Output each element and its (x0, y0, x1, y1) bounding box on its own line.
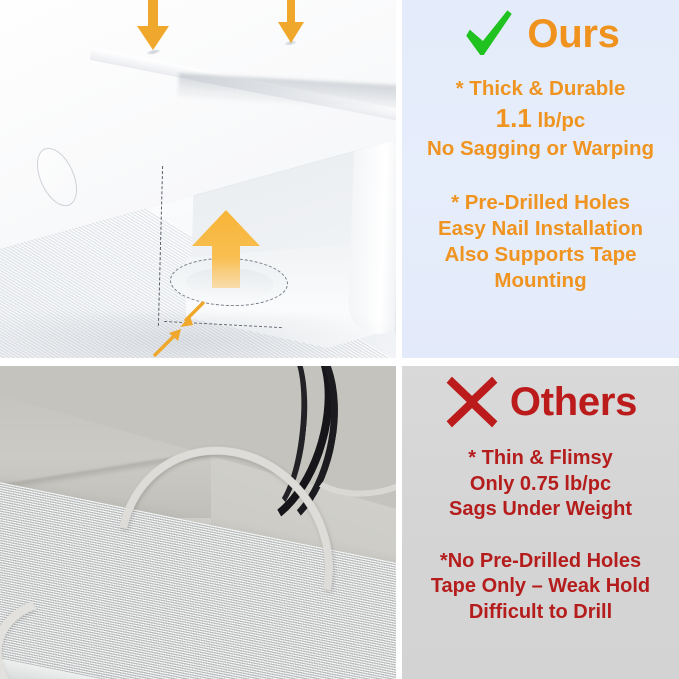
ours-bullet-group-1: * Thick & Durable 1.1 lb/pc No Sagging o… (402, 76, 679, 162)
ours-bullet-group-2: * Pre-Drilled Holes Easy Nail Installati… (402, 190, 679, 295)
ours-heading-row: Ours (402, 6, 679, 62)
others-line-weight: Only 0.75 lb/pc (469, 472, 612, 495)
ours-weight-unit: lb/pc (531, 109, 586, 133)
ours-line-no-sagging: No Sagging or Warping (426, 136, 654, 160)
others-line-difficult-drill: Difficult to Drill (468, 600, 613, 623)
down-arrow-icon (137, 0, 169, 50)
others-line-sags: Sags Under Weight (449, 498, 632, 521)
others-title: Others (509, 380, 638, 424)
others-text-panel: Others * Thin & Flimsy Only 0.75 lb/pc S… (402, 366, 679, 679)
ours-line-pre-drilled: * Pre-Drilled Holes (451, 190, 630, 214)
horizontal-divider (0, 358, 679, 366)
contact-shadow (0, 314, 396, 358)
ours-line-supports-tape: Also Supports Tape (444, 243, 637, 267)
others-bullet-group-2: *No Pre-Drilled Holes Tape Only – Weak H… (402, 549, 679, 626)
ours-text-panel: Ours * Thick & Durable 1.1 lb/pc No Sagg… (402, 0, 679, 358)
ours-line-weight: 1.1 lb/pc (402, 102, 679, 135)
diagonal-arrow-icon (153, 329, 181, 357)
diagonal-arrow-icon (180, 301, 205, 327)
ours-line-easy-nail: Easy Nail Installation (437, 216, 644, 240)
others-heading-row: Others (402, 374, 679, 430)
others-line-tape-only: Tape Only – Weak Hold (430, 575, 651, 598)
others-product-photo (0, 366, 396, 679)
others-bullet-group-1: * Thin & Flimsy Only 0.75 lb/pc Sags Und… (402, 446, 679, 523)
ours-line-thick-durable: * Thick & Durable (455, 77, 626, 100)
raceway-wedge-mask (0, 366, 396, 556)
down-arrow-icon (278, 0, 304, 43)
others-line-thin-flimsy: * Thin & Flimsy (468, 447, 613, 469)
others-line-no-pre-drilled: *No Pre-Drilled Holes (439, 549, 642, 572)
vertical-divider (396, 0, 402, 679)
up-arrow-icon (192, 210, 260, 288)
ours-title: Ours (527, 12, 620, 56)
red-cross-icon (446, 376, 498, 428)
ours-weight-value: 1.1 (495, 103, 532, 134)
green-check-icon (466, 10, 513, 55)
ours-line-mounting: Mounting (494, 269, 587, 293)
ours-product-render (0, 0, 396, 358)
